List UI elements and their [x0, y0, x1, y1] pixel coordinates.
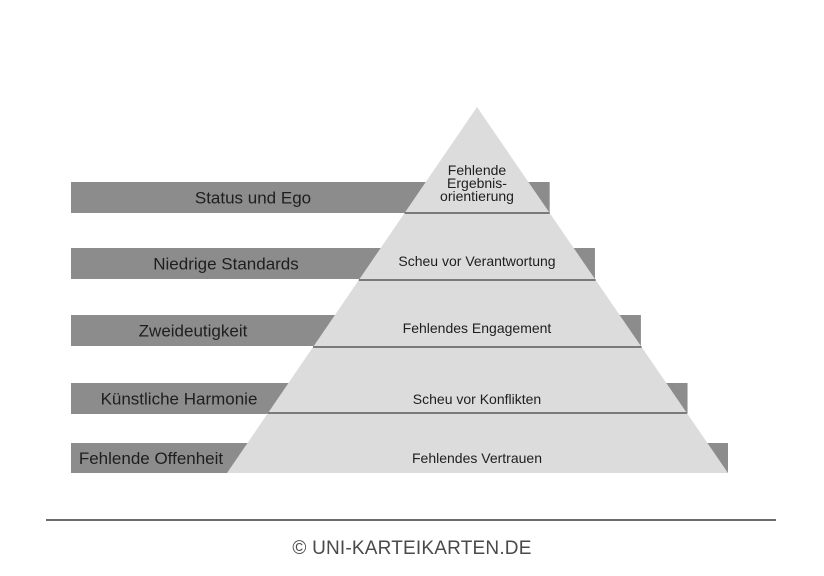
pyramid-shape	[227, 107, 728, 473]
side-bar-label: Niedrige Standards	[153, 255, 299, 274]
side-bar-label: Fehlende Offenheit	[79, 449, 224, 468]
pyramid-tier-label: Fehlendes Engagement	[403, 320, 552, 336]
side-bar-label: Zweideutigkeit	[139, 322, 248, 341]
copyright-footer: © UNI-KARTEIKARTEN.DE	[292, 538, 532, 559]
pyramid-tier-label: Scheu vor Konflikten	[413, 391, 541, 407]
tier-dividers	[267, 212, 687, 414]
side-bar-label: Status und Ego	[195, 189, 311, 208]
side-bar-label: Künstliche Harmonie	[101, 390, 258, 409]
pyramid-tier-label: Fehlendes Vertrauen	[412, 450, 542, 466]
footer-divider	[46, 519, 776, 521]
pyramid-tier-label: Scheu vor Verantwortung	[398, 253, 555, 269]
